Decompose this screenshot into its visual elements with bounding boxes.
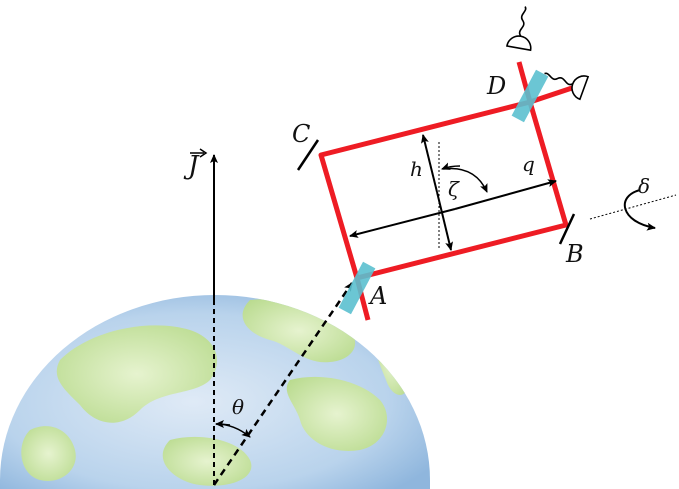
rotation-arrow-icon: [623, 189, 656, 231]
h-arrow-up: [421, 134, 438, 193]
q-arrow-right: [454, 179, 557, 210]
q-arrow-left: [349, 208, 456, 238]
tilt-axis-line: [589, 194, 677, 220]
theta-label: θ: [232, 395, 244, 419]
q-label: q: [522, 152, 535, 176]
theta-angle-arc-back: [215, 420, 231, 429]
angular-momentum-label: J: [183, 151, 200, 181]
label-d: D: [486, 72, 506, 100]
photodetector-right-icon: [544, 72, 590, 101]
zeta-label: ζ: [448, 177, 460, 201]
beam-splitter-d: [511, 69, 549, 123]
mirror-b: [558, 213, 576, 245]
cavity-extension-d-right: [529, 85, 573, 105]
beam-splitter-a: [338, 261, 376, 315]
label-b: B: [565, 240, 584, 268]
zeta-angle-arc-back: [441, 162, 461, 170]
label-c: C: [292, 120, 310, 148]
delta-label: δ: [638, 174, 650, 198]
continents: [21, 299, 409, 486]
h-label: h: [410, 157, 423, 181]
h-arrow-down: [436, 191, 454, 251]
photodetector-top-icon: [505, 6, 532, 52]
radial-dashed-line: [212, 282, 354, 486]
cavity-rectangle: [318, 99, 569, 281]
vector-arrow-tip: [199, 148, 208, 158]
label-a: A: [368, 282, 387, 310]
mirror-c: [296, 139, 320, 171]
